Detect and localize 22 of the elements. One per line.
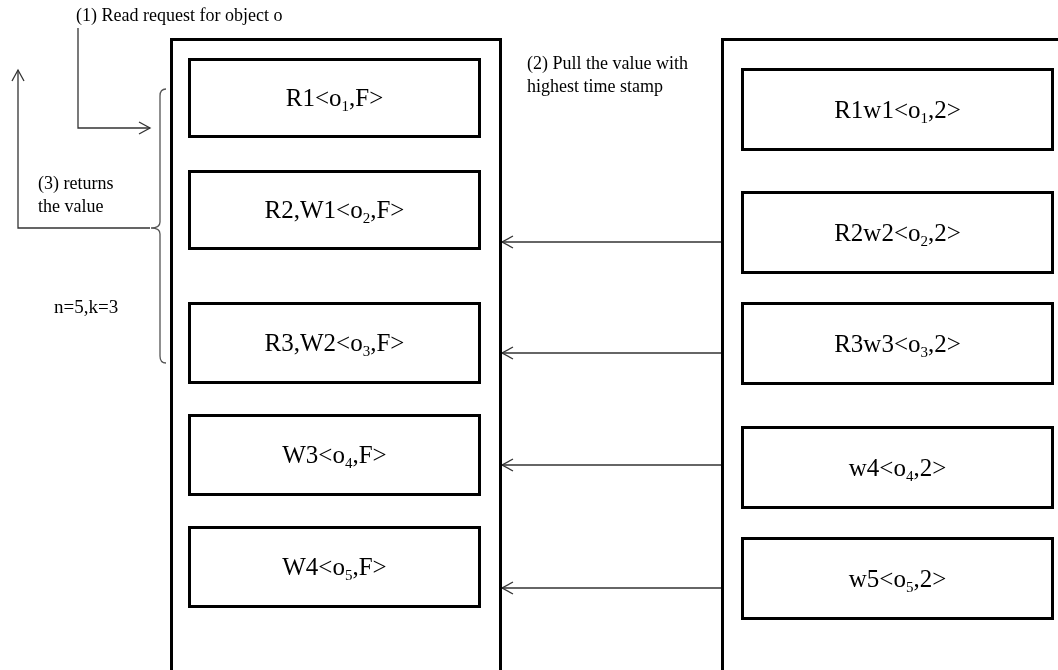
record-box: W3<o$_{4}$,F> bbox=[188, 414, 481, 496]
arrow bbox=[501, 458, 722, 472]
record-box: R1<o$_{1}$,F> bbox=[188, 58, 481, 138]
request-label: (1) Read request for object o bbox=[76, 4, 283, 26]
record-box: w5<o$_{5}$,2> bbox=[741, 537, 1054, 620]
arrow bbox=[501, 346, 722, 360]
record-box: W4<o$_{5}$,F> bbox=[188, 526, 481, 608]
arrow bbox=[77, 27, 151, 135]
record-box: R1w1<o$_{1}$,2> bbox=[741, 68, 1054, 151]
annotation-text: n=5,k=3 bbox=[54, 296, 119, 318]
arrow bbox=[11, 69, 151, 229]
record-box: R3w3<o$_{3}$,2> bbox=[741, 302, 1054, 385]
curly-brace bbox=[150, 88, 166, 364]
container-box bbox=[170, 38, 502, 670]
arrow bbox=[501, 581, 722, 595]
record-box: w4<o$_{4}$,2> bbox=[741, 426, 1054, 509]
arrow bbox=[501, 235, 722, 249]
container-box bbox=[721, 38, 1058, 670]
annotation-text: (2) Pull the value with highest time stamp bbox=[527, 52, 689, 98]
record-box: R2,W1<o$_{2}$,F> bbox=[188, 170, 481, 250]
record-box: R2w2<o$_{2}$,2> bbox=[741, 191, 1054, 274]
record-box: R3,W2<o$_{3}$,F> bbox=[188, 302, 481, 384]
